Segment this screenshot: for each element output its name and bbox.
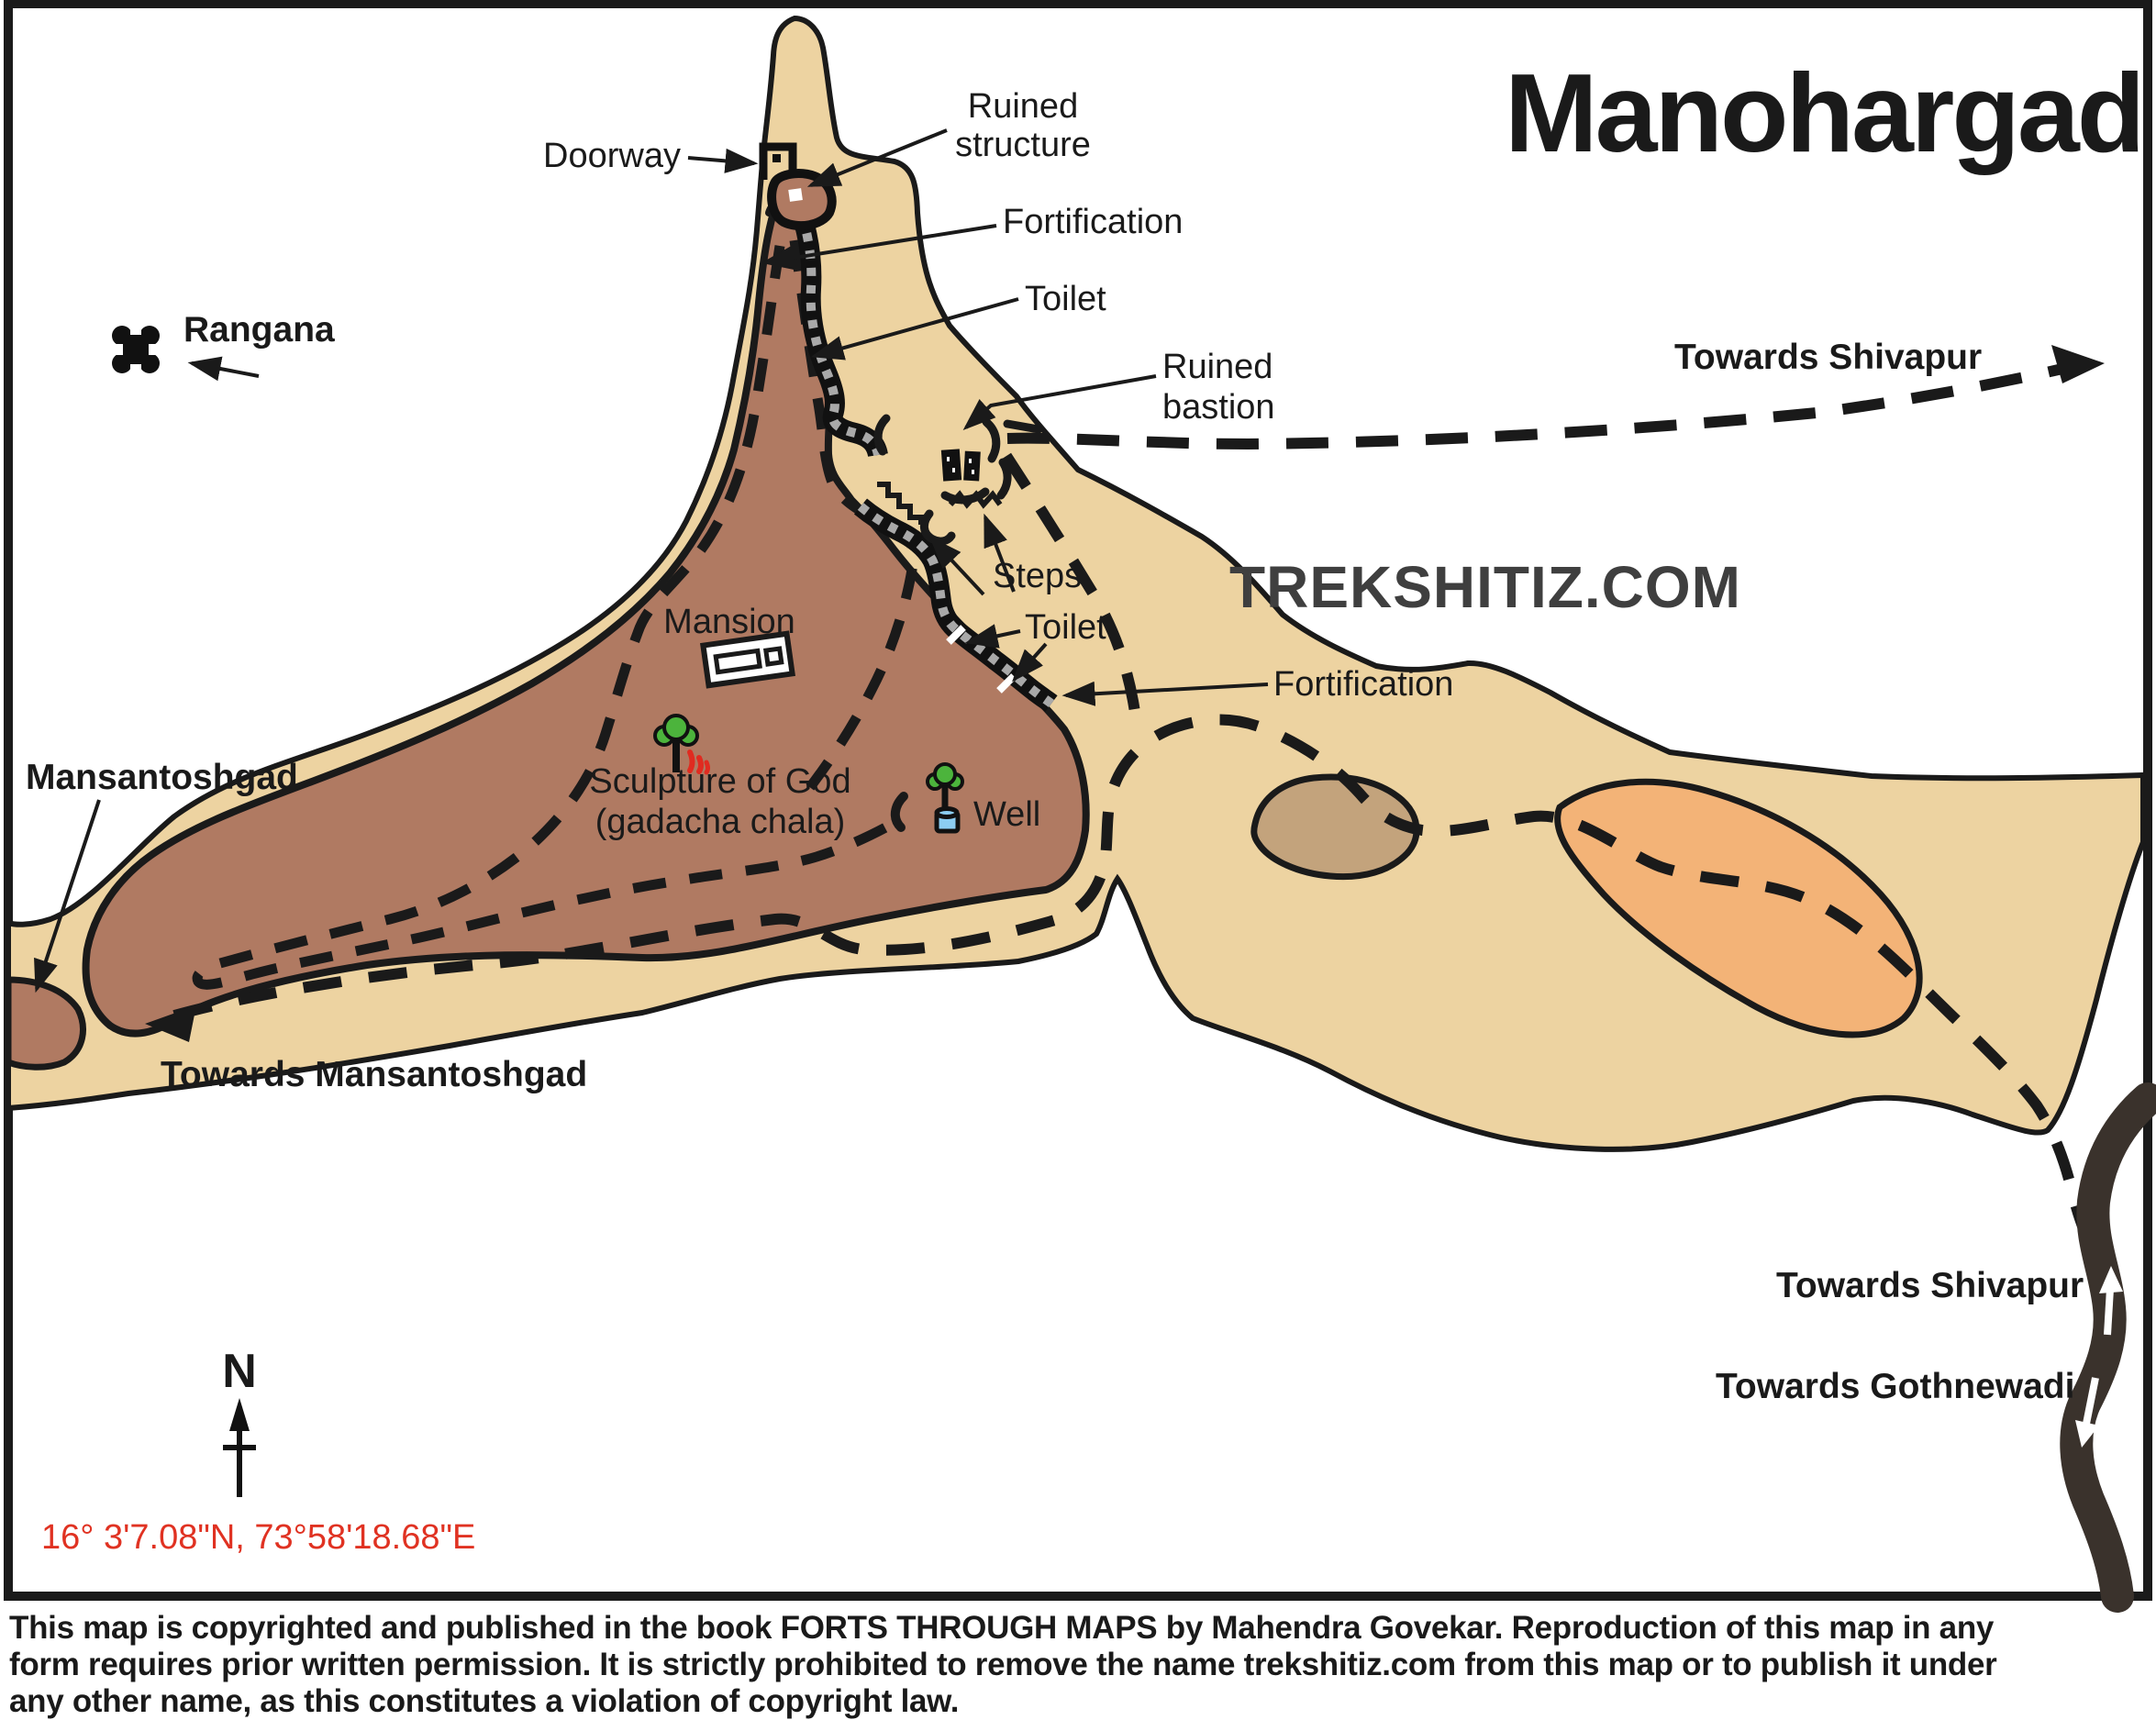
mansantoshgad-trail-arrow — [145, 1005, 196, 1042]
mansion-icon — [699, 630, 796, 689]
gps-coordinates: 16° 3'7.08"N, 73°58'18.68"E — [41, 1518, 475, 1557]
label-towards-gothnewadi: Towards Gothnewadi — [1716, 1367, 2074, 1406]
label-toilet-upper: Toilet — [1025, 280, 1106, 318]
well-icon — [934, 806, 961, 834]
label-ruined-structure: structure — [955, 126, 1091, 164]
label-sculpture: Sculpture of God — [589, 762, 850, 801]
road-arrow-down-icon — [2083, 1377, 2099, 1425]
toilet-lower-pointer — [964, 624, 1021, 649]
label-sculpture: (gadacha chala) — [595, 803, 846, 841]
rangana-pointer — [187, 356, 260, 382]
label-ruined-bastion: bastion — [1162, 388, 1275, 427]
road-arrow-up-icon — [2104, 1288, 2114, 1336]
trail-main-band — [172, 714, 2090, 1234]
steps-pointer — [984, 513, 1016, 593]
pointer-lines — [34, 128, 1269, 993]
road-arrow-down-icon — [2075, 1420, 2099, 1448]
trail-plateau-ring — [192, 245, 902, 990]
orange-hill-shape — [1554, 778, 1923, 1038]
toilet-gap-icon — [946, 625, 966, 645]
fortification-upper-pointer — [761, 224, 997, 271]
steps-pointer — [928, 536, 985, 596]
copyright-line: form requires prior written permission. … — [9, 1647, 1997, 1682]
mansantoshgad-pointer — [34, 799, 101, 993]
well-trail-hook — [890, 792, 908, 832]
north-arrow-icon — [223, 1398, 256, 1497]
ruined-bastion-icon — [940, 449, 981, 482]
copyright-line: This map is copyrighted and published in… — [9, 1610, 1995, 1646]
toilet-lower-pointer — [1011, 642, 1048, 682]
label-fortification-lower: Fortification — [1273, 665, 1453, 704]
fort-plateau-shape — [82, 183, 1090, 1038]
shivapur-trail-arrow — [2051, 345, 2105, 383]
fortification-wall — [786, 195, 1058, 712]
doorway-pointer — [687, 148, 759, 173]
steps-zigzag-icon — [877, 482, 924, 525]
north-label: N — [222, 1345, 257, 1398]
toilet-gap-icon — [996, 673, 1017, 694]
flame-icon — [687, 749, 710, 775]
label-mansantoshgad: Mansantoshgad — [26, 758, 298, 797]
trail-bastion-descent — [1001, 452, 1143, 735]
label-fortification-upper: Fortification — [1003, 203, 1183, 241]
road-to-gothnewadi — [2060, 1082, 2156, 1613]
map-title: Manohargad — [1505, 50, 2142, 175]
fortification-lower-pointer — [1061, 681, 1269, 706]
label-mansion: Mansion — [663, 603, 795, 641]
label-ruined-structure: Ruined — [968, 87, 1078, 126]
label-well: Well — [973, 795, 1040, 834]
rangana-fort-icon — [112, 326, 160, 373]
label-toilet-lower: Toilet — [1025, 608, 1106, 647]
copyright-line: any other name, as this constitutes a vi… — [9, 1683, 959, 1719]
road-arrow-up-icon — [2099, 1266, 2123, 1293]
doorway-icon — [759, 142, 797, 180]
label-steps: Steps — [993, 557, 1082, 595]
toilet-upper-pointer — [810, 297, 1019, 361]
ruined-bastion-pointer — [962, 374, 1157, 430]
label-doorway: Doorway — [543, 137, 681, 175]
steps-and-ruins — [765, 198, 1043, 546]
watermark-text: TREKSHITIZ.COM — [1229, 554, 1741, 620]
label-towards-mansantoshgad: Towards Mansantoshgad — [161, 1055, 587, 1094]
ruined-structure-pointer — [806, 128, 948, 187]
label-towards-shivapur-right: Towards Shivapur — [1776, 1266, 2084, 1305]
label-rangana: Rangana — [183, 310, 335, 350]
trail-to-shivapur-top — [1006, 363, 2064, 450]
well-tree-icon — [926, 762, 964, 809]
dark-tan-hill-shape — [1250, 773, 1420, 881]
sculpture-tree-icon — [653, 714, 710, 775]
label-towards-shivapur-top: Towards Shivapur — [1674, 338, 1982, 377]
label-ruined-bastion: Ruined — [1162, 348, 1272, 386]
